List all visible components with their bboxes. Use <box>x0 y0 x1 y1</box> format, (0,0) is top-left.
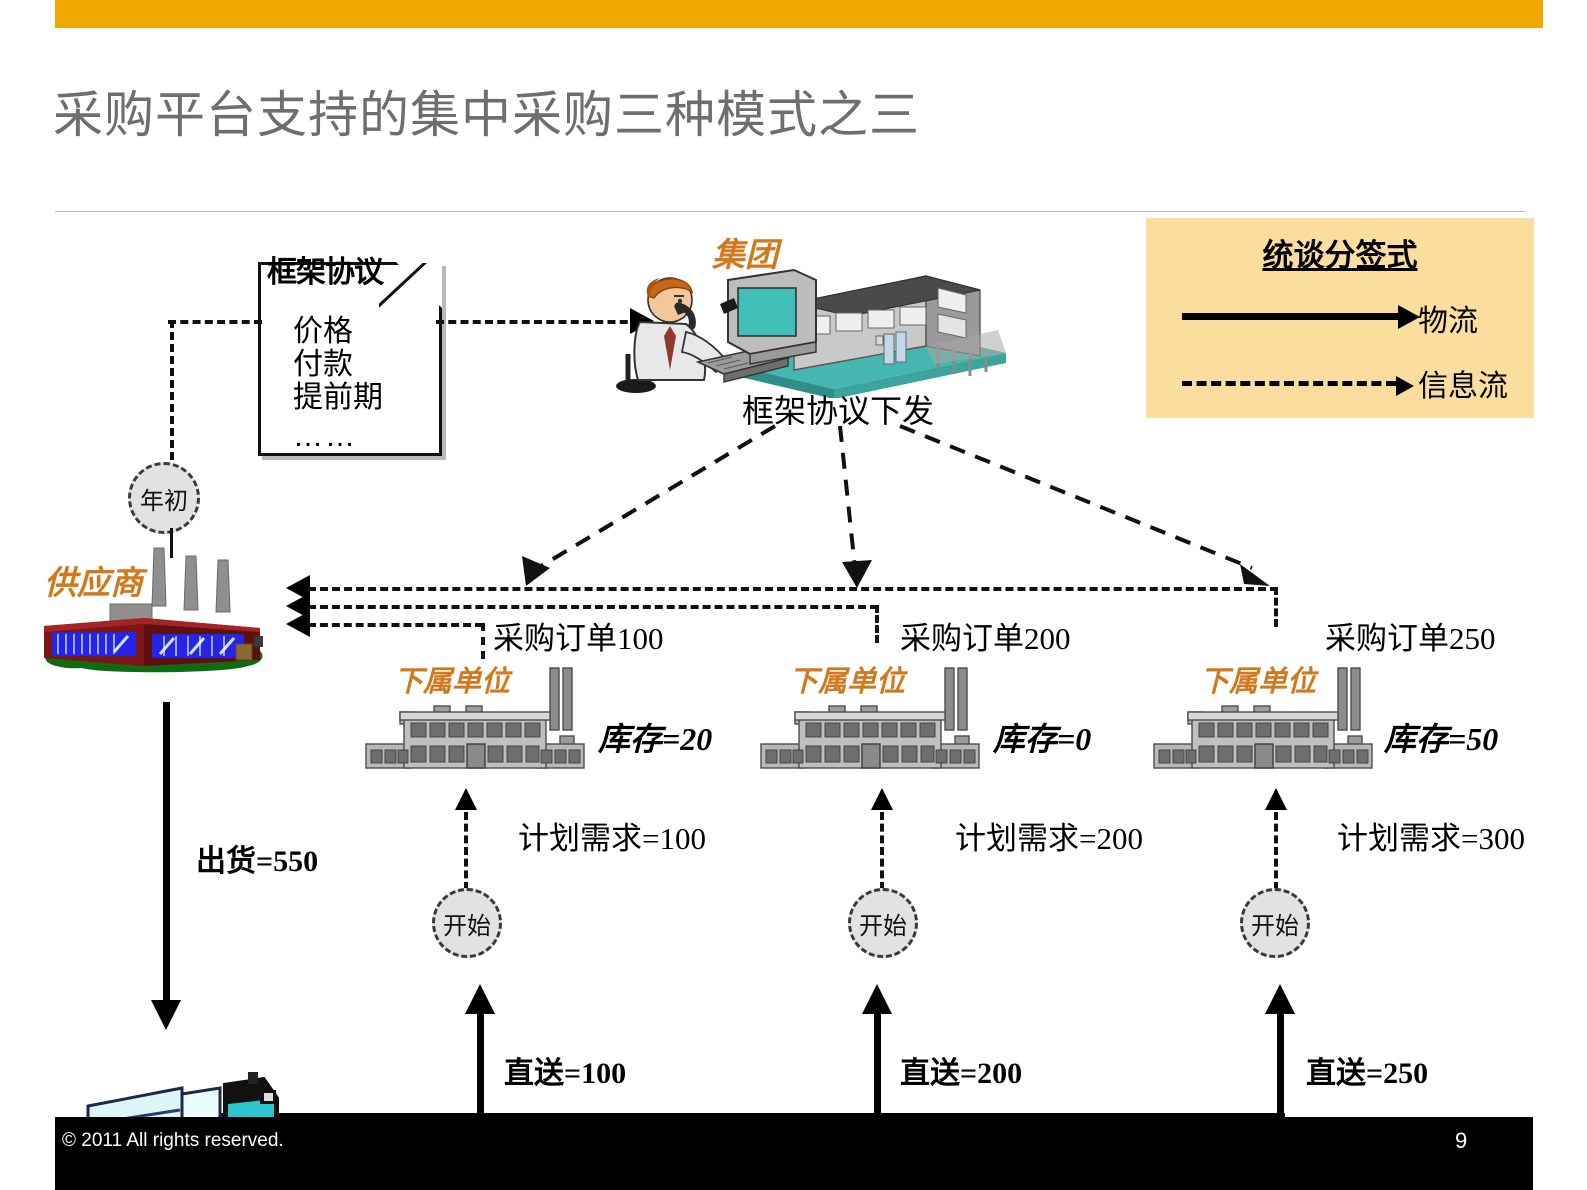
doc-to-yearstart-dash <box>170 320 174 472</box>
po2-vertical-dash <box>875 605 879 643</box>
unit-1-direct-line <box>477 1012 484 1120</box>
shipment-arrowhead <box>151 1000 181 1030</box>
unit-1-plan-demand: 计划需求=100 <box>518 821 706 856</box>
unit-2-direct-line <box>874 1012 881 1120</box>
po1-horizontal-dash <box>308 623 483 627</box>
legend-label-info-flow: 信息流 <box>1418 370 1508 403</box>
year-start-node: 年初 <box>128 462 200 534</box>
legend-item-info-flow: 信息流 <box>1146 361 1534 405</box>
unit-2-title: 下属单位 <box>789 666 906 698</box>
doc-line-price: 价格 <box>293 315 353 348</box>
unit-3-inventory: 库存=50 <box>1384 721 1499 757</box>
unit-2-plan-demand: 计划需求=200 <box>955 821 1143 856</box>
unit-1-direct-ship: 直送=100 <box>504 1057 627 1090</box>
doc-body: 价格 付款 提前期 …… <box>293 315 383 453</box>
unit-3-building-illustration <box>1152 660 1376 780</box>
unit-1-start-node: 开始 <box>432 888 502 958</box>
unit-1-purchase-order: 采购订单100 <box>493 621 664 656</box>
doc-right-dash <box>436 320 640 324</box>
unit-3-start-node: 开始 <box>1240 888 1310 958</box>
unit-2-demand-dash <box>880 812 884 890</box>
group-office-illustration <box>608 258 1008 398</box>
page-title: 采购平台支持的集中采购三种模式之三 <box>53 87 920 143</box>
unit-2-building-illustration <box>759 660 983 780</box>
doc-line-leadtime: 提前期 <box>293 381 383 414</box>
po1-vertical-dash <box>481 623 485 659</box>
group-monitor-illustration <box>718 268 828 378</box>
group-action-label: 框架协议下发 <box>742 393 935 429</box>
unit-3-demand-dash <box>1274 812 1278 890</box>
po3-vertical-dash <box>1274 587 1278 627</box>
doc-title: 框架协议 <box>267 256 384 289</box>
unit-1-demand-dash <box>464 812 468 890</box>
unit-2-inventory: 库存=0 <box>993 721 1092 757</box>
group-label: 集团 <box>712 236 778 273</box>
unit-1-title: 下属单位 <box>394 666 511 698</box>
unit-1-start-label: 开始 <box>443 912 491 940</box>
legend-item-material-flow: 物流 <box>1146 296 1534 340</box>
legend-panel: 统谈分签式 物流 信息流 <box>1146 218 1534 418</box>
shipment-label: 出货=550 <box>196 845 319 878</box>
po3-horizontal-dash <box>308 587 1278 591</box>
dashed-arrow-icon <box>1182 376 1414 396</box>
doc-line-ellipsis: …… <box>293 420 357 453</box>
unit-3-purchase-order: 采购订单250 <box>1325 621 1496 656</box>
legend-label-material-flow: 物流 <box>1418 305 1478 338</box>
doc-left-dash <box>168 320 262 324</box>
unit-3-direct-ship: 直送=250 <box>1306 1057 1429 1090</box>
title-divider <box>55 211 1525 212</box>
unit-2-direct-arrowhead <box>862 984 892 1014</box>
unit-2-start-node: 开始 <box>848 888 918 958</box>
unit-3-plan-demand: 计划需求=300 <box>1337 821 1525 856</box>
footer-copyright: © 2011 All rights reserved. <box>62 1130 284 1151</box>
page-number: 9 <box>1455 1128 1468 1153</box>
unit-3-start-label: 开始 <box>1251 912 1299 940</box>
unit-2-start-label: 开始 <box>859 912 907 940</box>
page-fold-line-icon <box>379 263 441 325</box>
unit-1-building-illustration <box>364 660 588 780</box>
year-start-label: 年初 <box>140 487 188 515</box>
unit-1-direct-arrowhead <box>465 984 495 1014</box>
footer-bar <box>55 1117 1533 1190</box>
group-person-illustration <box>612 262 792 394</box>
solid-arrow-icon <box>1182 305 1420 329</box>
unit-2-demand-arrowhead <box>871 788 893 810</box>
unit-1-demand-arrowhead <box>455 788 477 810</box>
accent-bar <box>55 0 1543 28</box>
unit-1-inventory: 库存=20 <box>598 721 713 757</box>
unit-3-title: 下属单位 <box>1200 666 1317 698</box>
legend-title: 统谈分签式 <box>1262 238 1418 273</box>
po2-horizontal-dash <box>308 605 878 609</box>
unit-3-demand-arrowhead <box>1265 788 1287 810</box>
unit-2-purchase-order: 采购订单200 <box>900 621 1071 656</box>
yearstart-to-supplier-line <box>170 528 173 558</box>
group-to-units-arrows <box>522 424 1270 588</box>
supplier-factory-illustration <box>14 540 284 680</box>
shipment-line <box>163 702 170 1002</box>
unit-3-direct-arrowhead <box>1265 984 1295 1014</box>
unit-3-direct-line <box>1277 1012 1284 1120</box>
doc-line-payment: 付款 <box>293 348 353 381</box>
framework-agreement-doc: 框架协议 价格 付款 提前期 …… <box>258 256 442 456</box>
po3-arrowhead <box>286 611 310 637</box>
unit-2-direct-ship: 直送=200 <box>900 1057 1023 1090</box>
supplier-label: 供应商 <box>44 564 143 601</box>
